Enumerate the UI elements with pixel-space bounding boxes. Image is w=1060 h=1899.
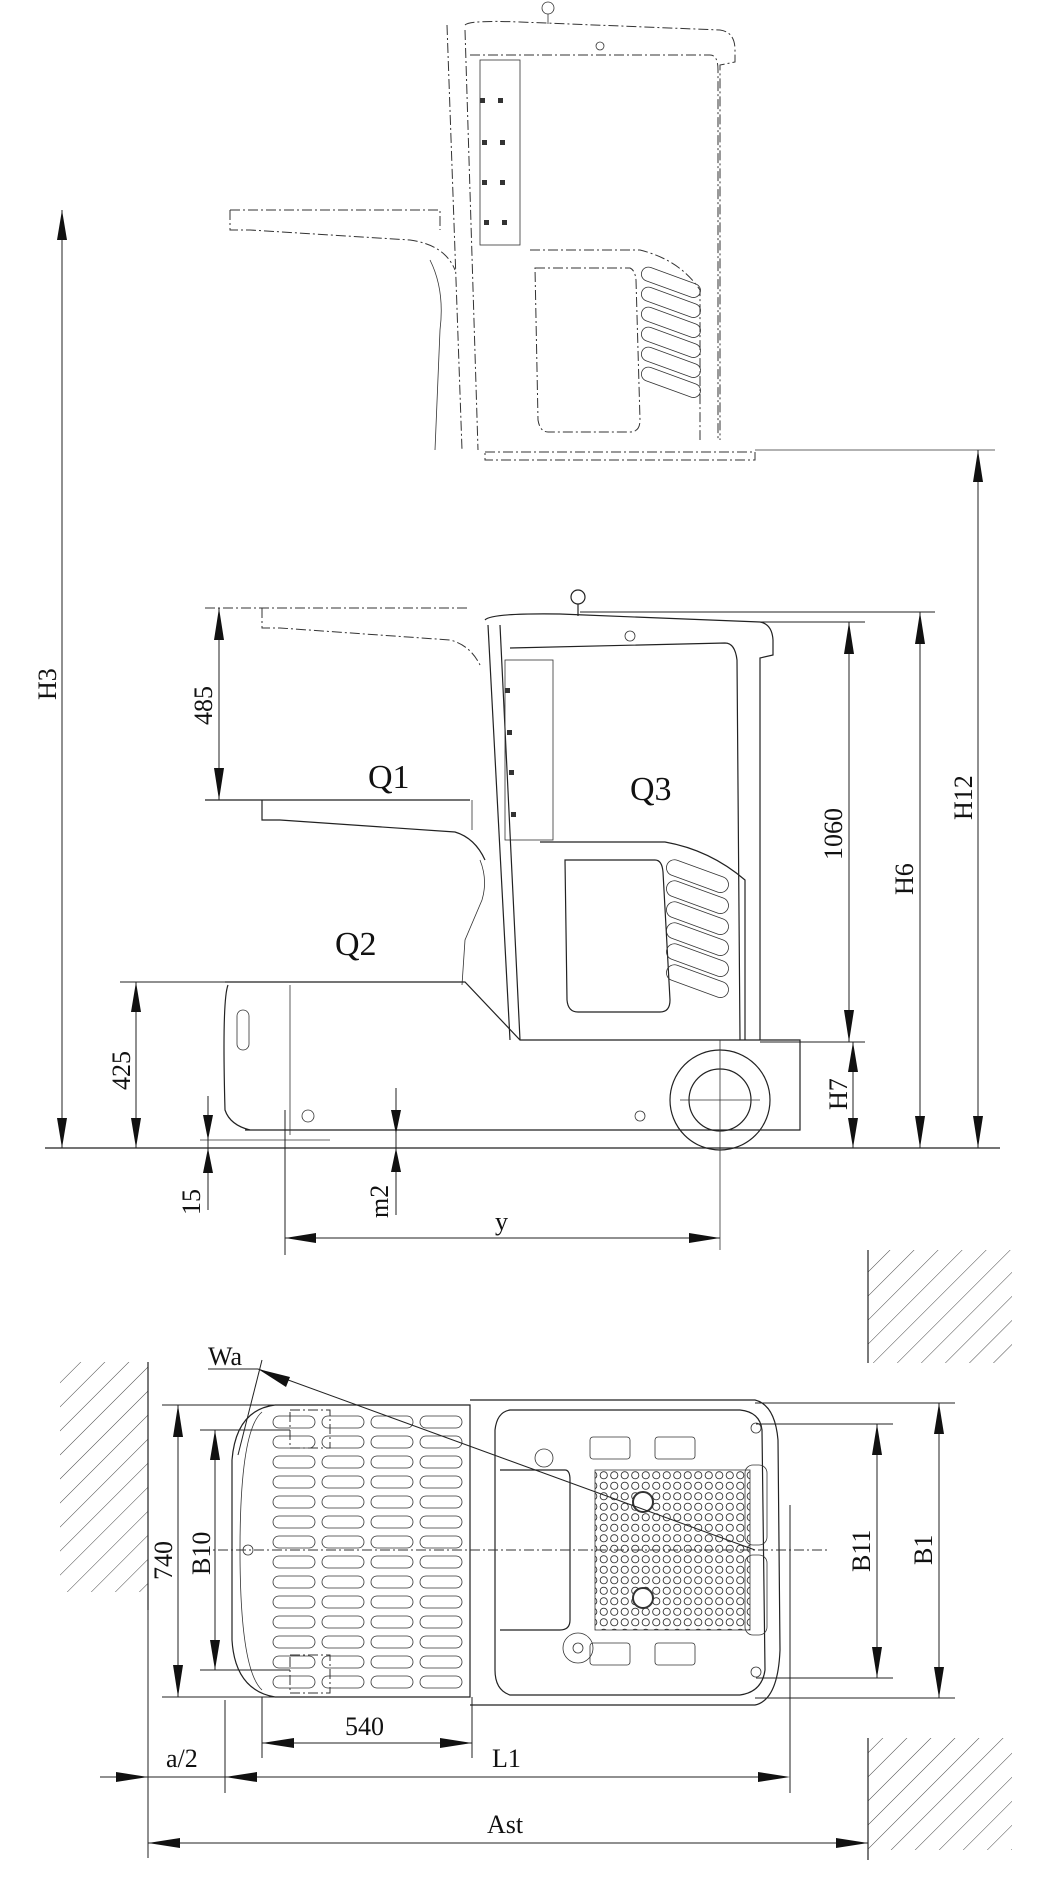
top-view	[60, 1250, 1012, 1860]
dim-ast: Ast	[487, 1810, 524, 1839]
dim-485: 485	[189, 686, 218, 725]
label-q3: Q3	[630, 771, 672, 808]
dim-15: 15	[177, 1189, 206, 1215]
dim-740: 740	[149, 1541, 178, 1580]
top-dimensions: Wa 740 B10 B11 B1	[100, 1342, 955, 1858]
dim-b10: B10	[187, 1532, 216, 1575]
dim-a-half: a/2	[166, 1744, 198, 1773]
aisle-wall-right-top	[868, 1250, 1012, 1363]
dim-wa: Wa	[208, 1342, 242, 1371]
side-view-raised	[229, 1, 995, 461]
dim-l1: L1	[492, 1744, 521, 1773]
aisle-wall-left	[60, 1362, 148, 1592]
label-q2: Q2	[335, 926, 377, 963]
dim-h6: H6	[890, 863, 919, 895]
dim-1060: 1060	[819, 808, 848, 860]
dim-m2: m2	[365, 1185, 394, 1218]
aisle-wall-right-bottom	[868, 1738, 1012, 1850]
side-view-lowered	[45, 589, 1000, 1250]
dim-b1: B1	[909, 1535, 938, 1565]
dim-h7: H7	[824, 1078, 853, 1110]
side-dimensions: H3 485 425 15 m2 y 1060	[33, 210, 983, 1255]
dim-540: 540	[345, 1712, 384, 1741]
slot-grid	[272, 1415, 463, 1689]
dim-y: y	[495, 1207, 508, 1236]
dim-425: 425	[107, 1051, 136, 1090]
dim-b11: B11	[847, 1530, 876, 1572]
label-q1: Q1	[368, 759, 410, 796]
dim-h3: H3	[33, 668, 62, 700]
dim-h12: H12	[949, 775, 978, 820]
